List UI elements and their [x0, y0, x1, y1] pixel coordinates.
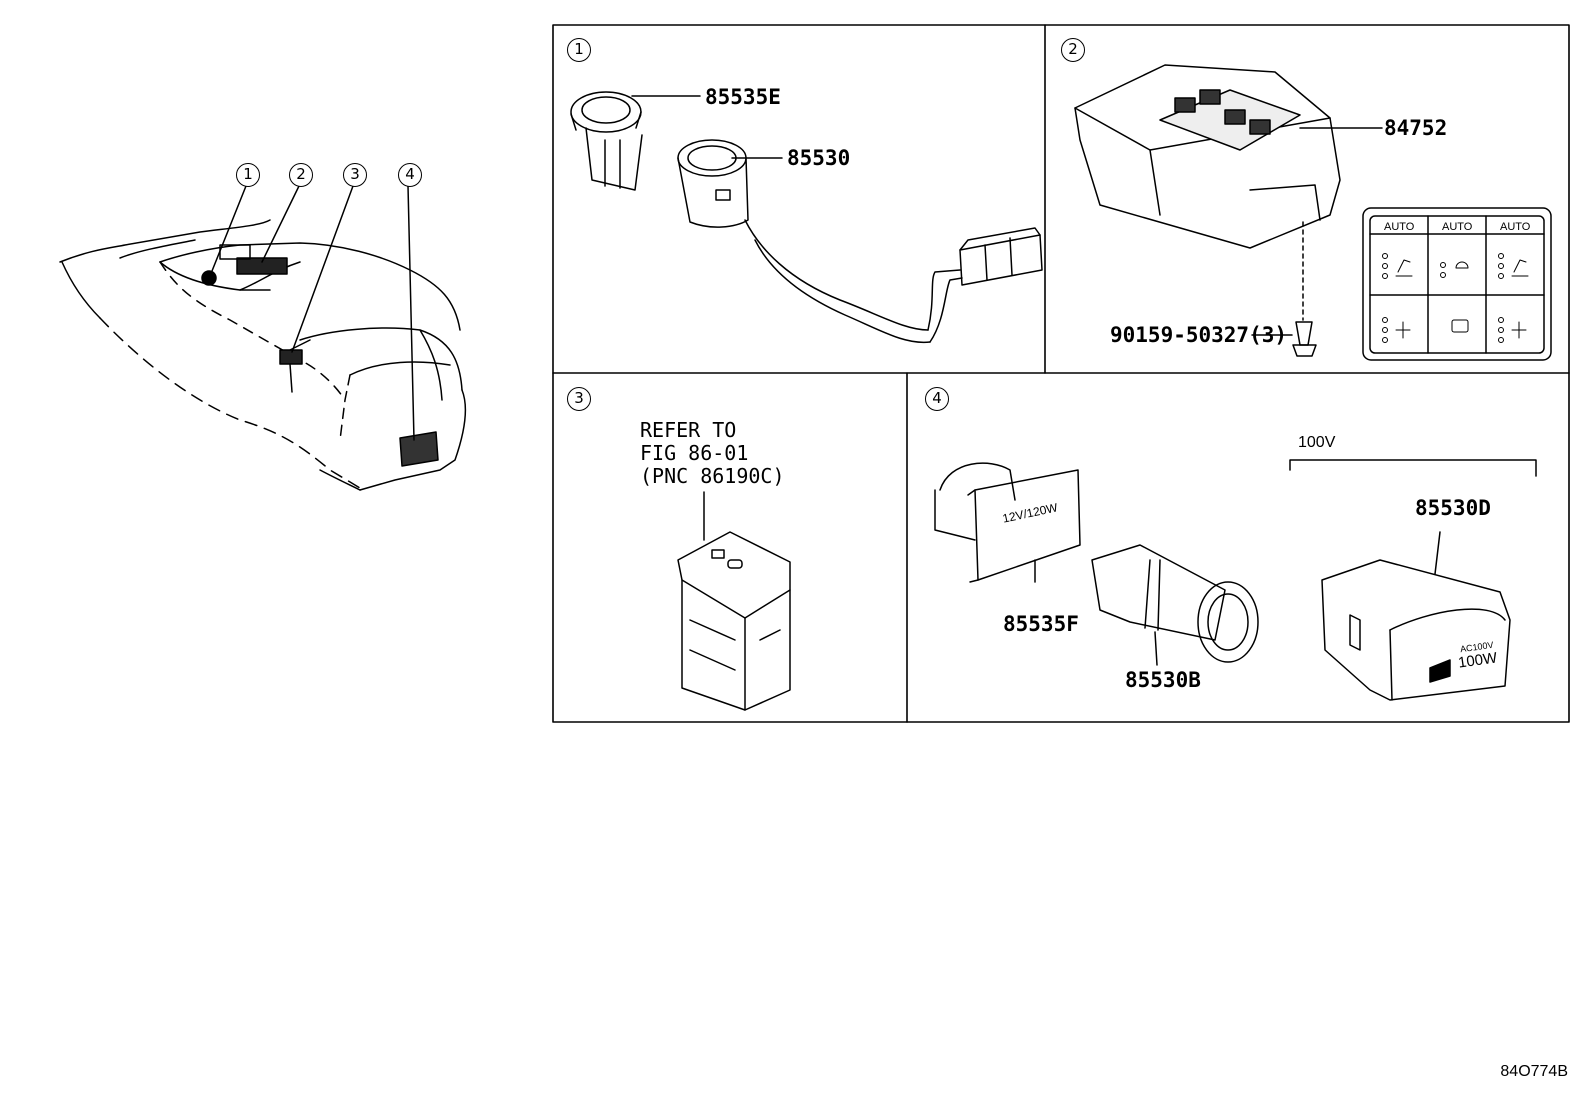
panel1-drawing: [570, 91, 1043, 344]
voltage-label: 100V: [1298, 434, 1336, 451]
switch-auto-right: AUTO: [1500, 221, 1531, 233]
callout-1: 1: [236, 163, 260, 187]
panel4-drawing: [934, 459, 1537, 701]
panel-frames: [552, 24, 1570, 723]
callout-3: 3: [343, 163, 367, 187]
panel4-number: 4: [925, 387, 949, 411]
panel1-number: 1: [567, 38, 591, 62]
part-85535F: 85535F: [1003, 612, 1079, 636]
panel2-drawing: [1074, 64, 1552, 361]
part-90159-50327: 90159-50327(3): [1110, 323, 1288, 347]
panel3-drawing: [677, 491, 791, 711]
figure-code: 84O774B: [1500, 1063, 1568, 1080]
part-84752: 84752: [1384, 116, 1448, 140]
panel3-number: 3: [567, 387, 591, 411]
callout-2: 2: [289, 163, 313, 187]
part-85530D: 85530D: [1415, 496, 1491, 520]
part-85535E: 85535E: [705, 85, 781, 109]
part-85530: 85530: [787, 146, 851, 170]
refer-line-3: (PNC 86190C): [640, 464, 785, 488]
refer-line-2: FIG 86-01: [640, 441, 749, 465]
switch-auto-center: AUTO: [1442, 221, 1473, 233]
panel2-number: 2: [1061, 38, 1085, 62]
callout-4: 4: [398, 163, 422, 187]
part-85530B: 85530B: [1125, 668, 1201, 692]
refer-line-1: REFER TO: [640, 418, 737, 442]
console-overview-drawing: [59, 185, 467, 491]
switch-auto-left: AUTO: [1384, 221, 1415, 233]
